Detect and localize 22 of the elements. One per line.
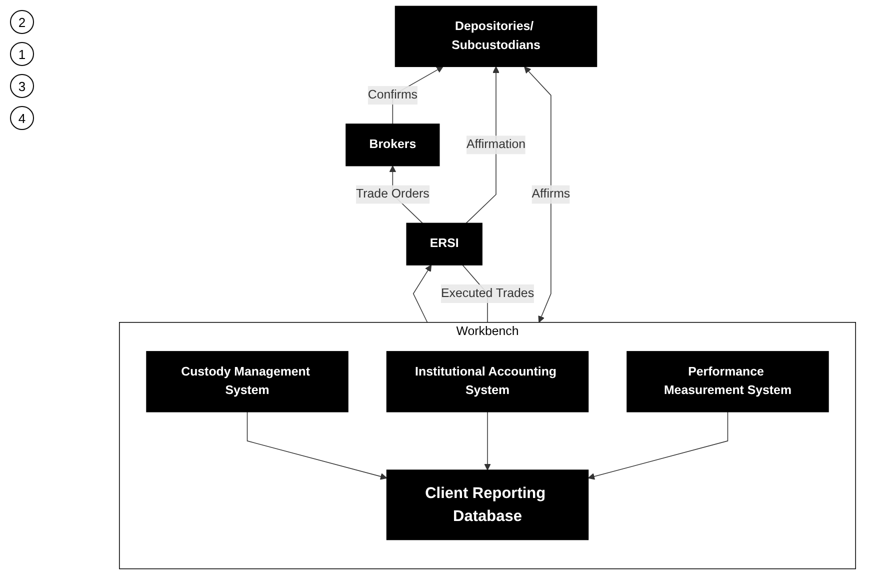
- node-box: Client Reporting Database: [386, 470, 589, 540]
- node-box: Brokers: [346, 124, 440, 166]
- arrow: [588, 411, 728, 480]
- edge-label: Confirms: [368, 88, 418, 102]
- arrow: [484, 411, 491, 470]
- node-box: ERSI: [406, 222, 482, 266]
- callout-number: 2: [10, 10, 34, 34]
- arrow: [412, 264, 432, 323]
- node-box: Institutional Accounting System: [386, 351, 589, 412]
- edge-label: Executed Trades: [440, 286, 534, 300]
- arrow: [524, 66, 552, 323]
- edge-label: Trade Orders: [356, 188, 430, 201]
- arrow: [466, 66, 500, 224]
- node-box: Depositories/ Subcustodians: [394, 6, 598, 68]
- node-box: Performance Measurement System: [626, 351, 829, 412]
- arrow: [246, 411, 388, 480]
- edge-label: Affirmation: [466, 138, 526, 152]
- callout-number: 4: [10, 106, 34, 130]
- node-box: Custody Management System: [146, 351, 348, 412]
- callout-number: 1: [10, 42, 34, 66]
- callout-number: 3: [10, 74, 34, 98]
- edge-label: Affirms: [532, 188, 570, 201]
